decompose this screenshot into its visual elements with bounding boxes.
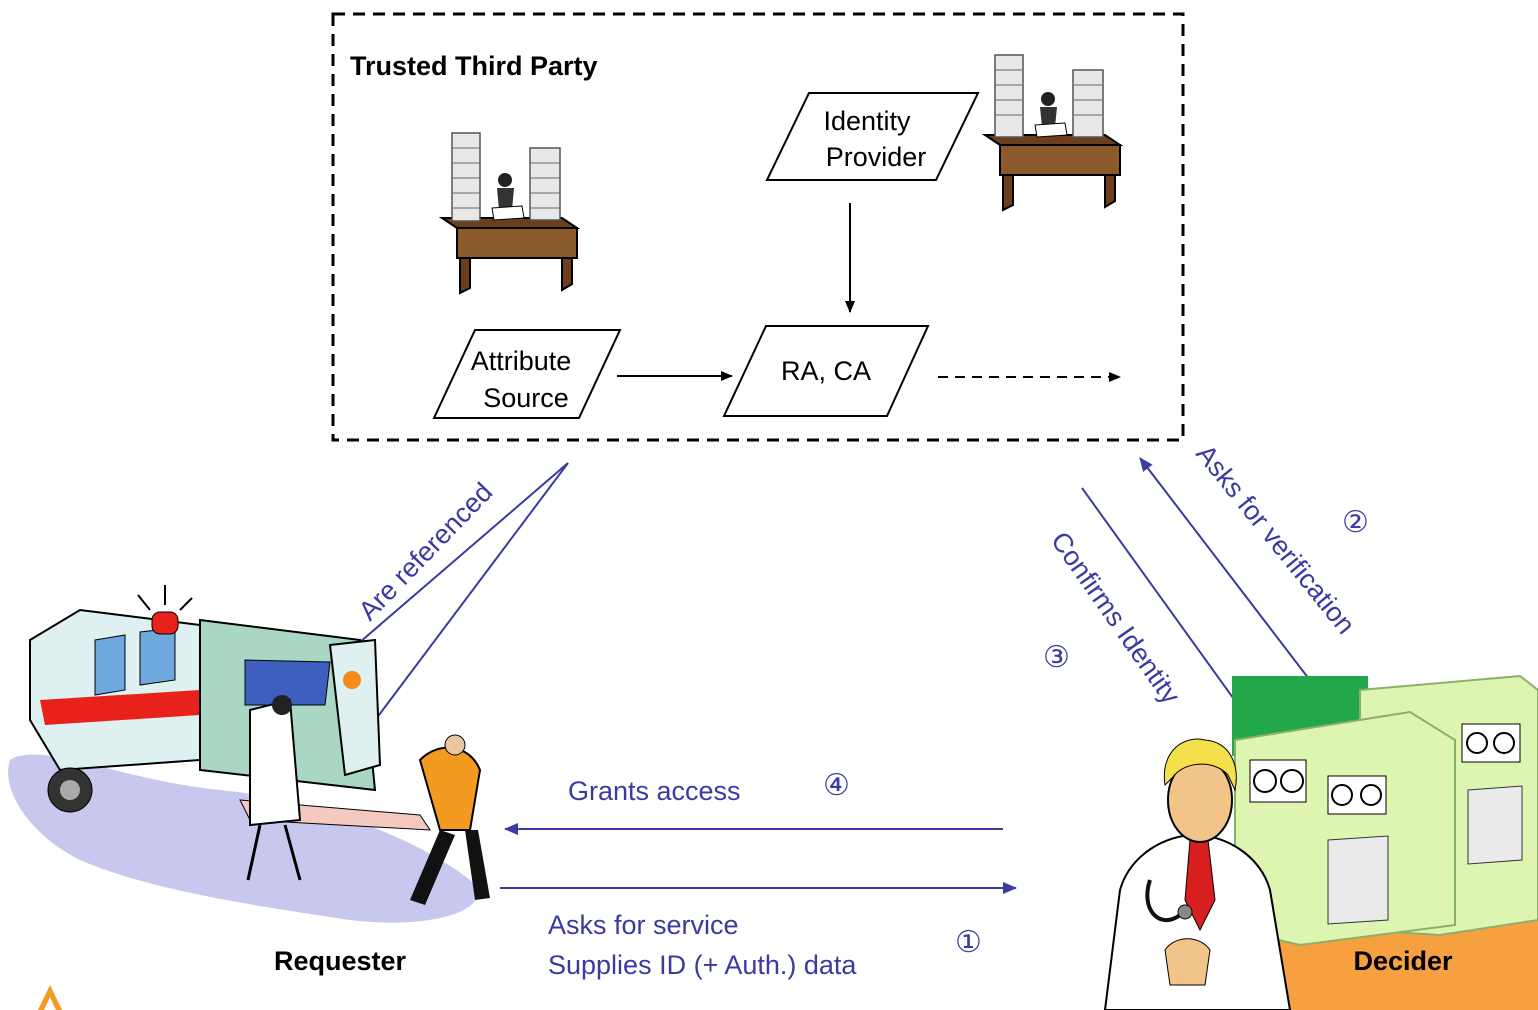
trusted-third-party-frame <box>331 12 1185 442</box>
trusted-third-party-title: Trusted Third Party <box>350 51 598 81</box>
desk-clerk-icon <box>438 132 581 295</box>
asks-verification-label: Asks for verification <box>1190 439 1361 640</box>
step-1-marker: ① <box>955 926 982 959</box>
ra-ca-label: RA, CA <box>781 356 871 386</box>
identity-provider-box <box>765 92 980 181</box>
attribute-source-box <box>432 329 622 419</box>
server-icon <box>1232 674 1538 1010</box>
logo-fragment-icon <box>38 985 62 1010</box>
doctor-icon <box>1103 738 1292 1010</box>
identity-provider-label-line1: Identity <box>823 106 911 136</box>
step-4-marker: ④ <box>823 769 850 802</box>
supplies-id-label: Supplies ID (+ Auth.) data <box>548 950 857 980</box>
identity-provider-label-line2: Provider <box>826 142 927 172</box>
step-2-marker: ② <box>1342 506 1369 539</box>
step-3-marker: ③ <box>1043 641 1070 674</box>
referenced-arrow-2 <box>354 462 569 748</box>
attribute-source-label-line2: Source <box>483 383 569 413</box>
ambulance-icon <box>8 585 490 923</box>
are-referenced-label: Are referenced <box>353 477 499 626</box>
asks-service-label: Asks for service <box>548 910 739 940</box>
confirms-identity-label: Confirms Identity <box>1045 526 1186 710</box>
grants-access-label: Grants access <box>568 776 741 806</box>
verification-arrow <box>1139 457 1336 714</box>
desk-clerk-icon <box>981 54 1124 212</box>
requester-label: Requester <box>274 946 407 976</box>
decider-label: Decider <box>1353 946 1453 976</box>
ra-ca-box <box>722 325 930 417</box>
attribute-source-label-line1: Attribute <box>471 346 572 376</box>
